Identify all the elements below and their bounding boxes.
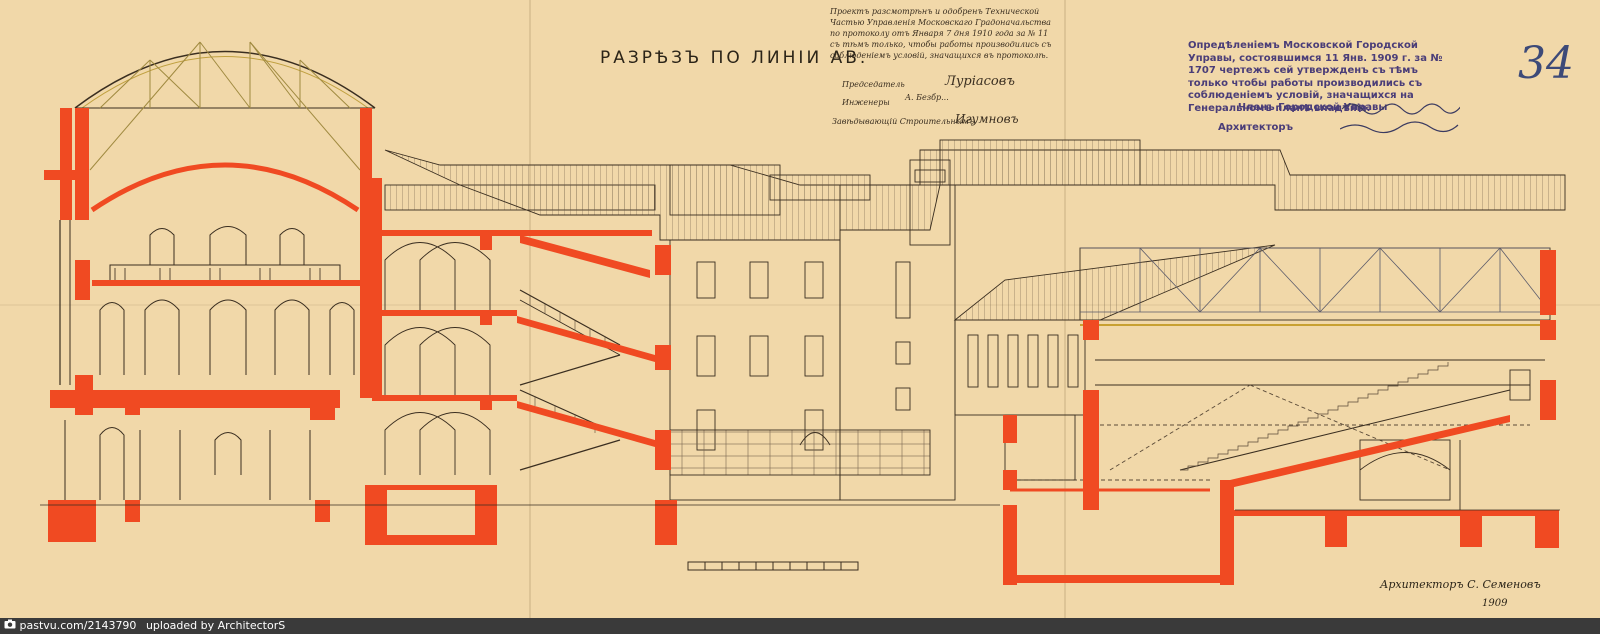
drawing-sheet: РАЗРѢЗЪ ПО ЛИНІИ АВ. Проектъ разсмотрѣнъ… (0, 0, 1600, 618)
approval-signature-name-2: А. Безбр... (905, 93, 949, 102)
amphitheatre-steps (1180, 362, 1449, 471)
approval-signature-name-3: Игумновъ (955, 112, 1019, 126)
city-approval-stamp: Опредѣленіемъ Московской Городской Управ… (1188, 40, 1443, 114)
signature-date: 1909 (1482, 598, 1508, 609)
dome-windows (99, 226, 355, 500)
scale-bar (687, 561, 859, 571)
drawing-title: РАЗРѢЗЪ ПО ЛИНІИ АВ. (600, 48, 869, 68)
stamp-member-label: Членъ Городской Управы (1238, 102, 1388, 113)
approval-signature-role-2: Инженеры (842, 98, 890, 107)
uploader-credit: uploaded by ArchitectorS (145, 619, 286, 632)
source-footer: pastvu.com/2143790 uploaded by Architect… (0, 618, 1600, 634)
approval-note: Проектъ разсмотрѣнъ и одобренъ Техническ… (830, 7, 1052, 60)
central-building (384, 139, 1566, 501)
approval-signature-role-3: Завѣдывающій Строительнымъ (832, 117, 975, 126)
cut-walls (44, 108, 1559, 585)
approval-signature-role-1: Председатель (842, 80, 905, 89)
hall-section (1004, 247, 1551, 510)
dome-section (59, 41, 376, 500)
camera-icon (4, 619, 16, 629)
architect-signature: Архитекторъ С. Семеновъ (1380, 578, 1541, 591)
ground-lines (40, 504, 1560, 511)
building-windows (696, 261, 1079, 451)
source-link[interactable]: pastvu.com/2143790 (19, 619, 137, 632)
stamp-signatures (1340, 103, 1460, 134)
sheet-number: 34 (1518, 38, 1574, 89)
section-drawing (0, 0, 1600, 618)
stamp-architect-label: Архитекторъ (1218, 122, 1294, 133)
approval-signature-name-1: Лурiасовъ (945, 74, 1015, 89)
